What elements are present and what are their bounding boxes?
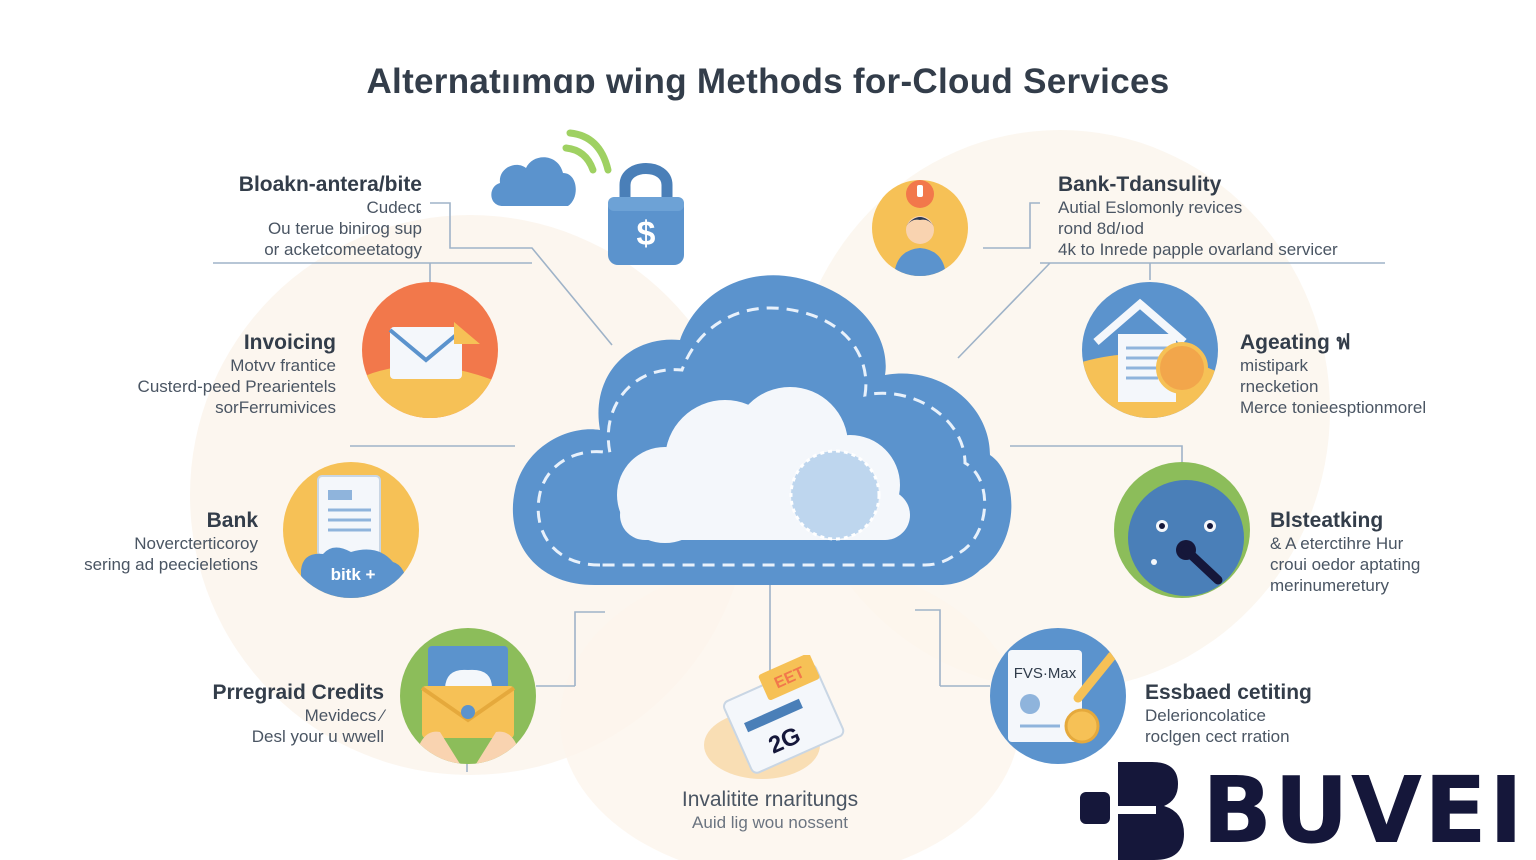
cloud-wifi-icon: [491, 129, 612, 206]
method-line: Cudecເ: [366, 198, 422, 217]
ticket-voucher-icon: EET 2G: [704, 655, 845, 779]
method-label-essbaed: Essbaed cetiting Delerioncolatice roclge…: [1145, 680, 1385, 747]
connector-low-left: [536, 611, 605, 687]
brand-name: BUVEI: [1202, 757, 1526, 860]
method-label-bottom: Invalitite rnaritungs Auid lig wou nosse…: [560, 788, 980, 834]
method-line: or acketcomeetatogy: [264, 240, 422, 259]
lock-icon: $: [608, 163, 684, 265]
bank-document-icon: bitk +: [283, 462, 419, 598]
prepaid-envelope-icon: [400, 628, 536, 764]
method-label-blsteatking: Blsteatking & A eterctihre Hur croui oed…: [1270, 508, 1510, 596]
method-line: Custerd-peed Prearientels: [137, 377, 336, 396]
method-line: Motvv frantice: [230, 356, 336, 375]
method-line: Merce tonieesptionmorel: [1240, 398, 1427, 417]
fvs-tools-icon: FVS·Max: [990, 628, 1126, 764]
lock-dollar: $: [637, 215, 656, 253]
method-label-bank: Bank Novercterticoroy sering ad peeciele…: [30, 508, 258, 575]
method-line: roclgen cect rration: [1145, 727, 1290, 746]
brand-logo: BUVEI: [1080, 762, 1523, 860]
method-label-top-left: Bloakn-antera/bite Cudecເ Ou terue binir…: [200, 172, 422, 260]
method-heading: Invalitite rnaritungs: [681, 788, 859, 811]
house-invoice-icon: [1082, 282, 1218, 418]
method-heading: Essbaed cetiting: [1145, 681, 1312, 704]
method-line: Ou terue binirog sup: [267, 219, 422, 238]
method-line: croui oedor aptating: [1270, 555, 1421, 574]
bank-badge-text: bitk +: [331, 565, 376, 584]
invoice-envelope-icon: [362, 282, 498, 418]
method-line: rond 8d/ıod: [1058, 219, 1145, 238]
fvs-label: FVS·Max: [1014, 665, 1077, 682]
method-line: Autial Eslomonly revices: [1058, 198, 1243, 217]
method-heading: Invoicing: [243, 331, 336, 354]
person-alert-icon: [872, 180, 968, 276]
page-title: Alternatıımɑɒ wing Methods for-Cloud Ser…: [366, 62, 1170, 101]
method-line: Auid lig wou nossent: [692, 813, 848, 832]
method-label-top-right: Bank-Tdansulity Autial Eslomonly revices…: [1058, 172, 1398, 260]
method-label-invoicing: Invoicing Motvv frantice Custerd-peed Pr…: [60, 330, 336, 418]
method-line: rnecketion: [1240, 377, 1319, 396]
method-label-prepaid: Prregraid Credits Mevidecs ⁄ Desl your u…: [150, 680, 384, 747]
connector-top-right: [957, 202, 1385, 359]
method-heading: Bloakn-antera/bite: [238, 173, 422, 196]
method-heading: Prregraid Credits: [212, 681, 384, 704]
method-line: 4k to Inrede papple ovarland servicer: [1058, 240, 1338, 259]
method-line: sorFerrumivices: [215, 398, 336, 417]
method-line: Desl your u wwell: [251, 727, 384, 746]
method-line: merinumeretury: [1270, 576, 1390, 595]
central-cloud-icon: [512, 275, 1012, 585]
method-heading: Blsteatking: [1270, 509, 1384, 532]
method-label-ageating: Ageating ฟ mistipark rnecketion Merce to…: [1240, 330, 1530, 418]
method-line: Delerioncolatice: [1145, 706, 1266, 725]
connector-top-left: [213, 202, 613, 346]
brand-mark-icon: [1080, 762, 1184, 860]
method-line: & A eterctihre Hur: [1270, 534, 1404, 553]
method-line: mistipark: [1240, 356, 1309, 375]
method-heading: Bank-Tdansulity: [1058, 173, 1222, 196]
method-heading: Bank: [206, 509, 258, 532]
connector-mid-right: [1010, 445, 1183, 462]
method-heading: Ageating ฟ: [1240, 331, 1351, 354]
method-line: Mevidecs ⁄: [304, 706, 384, 725]
connector-low-right: [915, 609, 990, 687]
method-line: Novercterticoroy: [134, 534, 258, 553]
method-line: sering ad peecieletions: [84, 555, 258, 574]
tracking-robot-icon: [1114, 462, 1250, 598]
